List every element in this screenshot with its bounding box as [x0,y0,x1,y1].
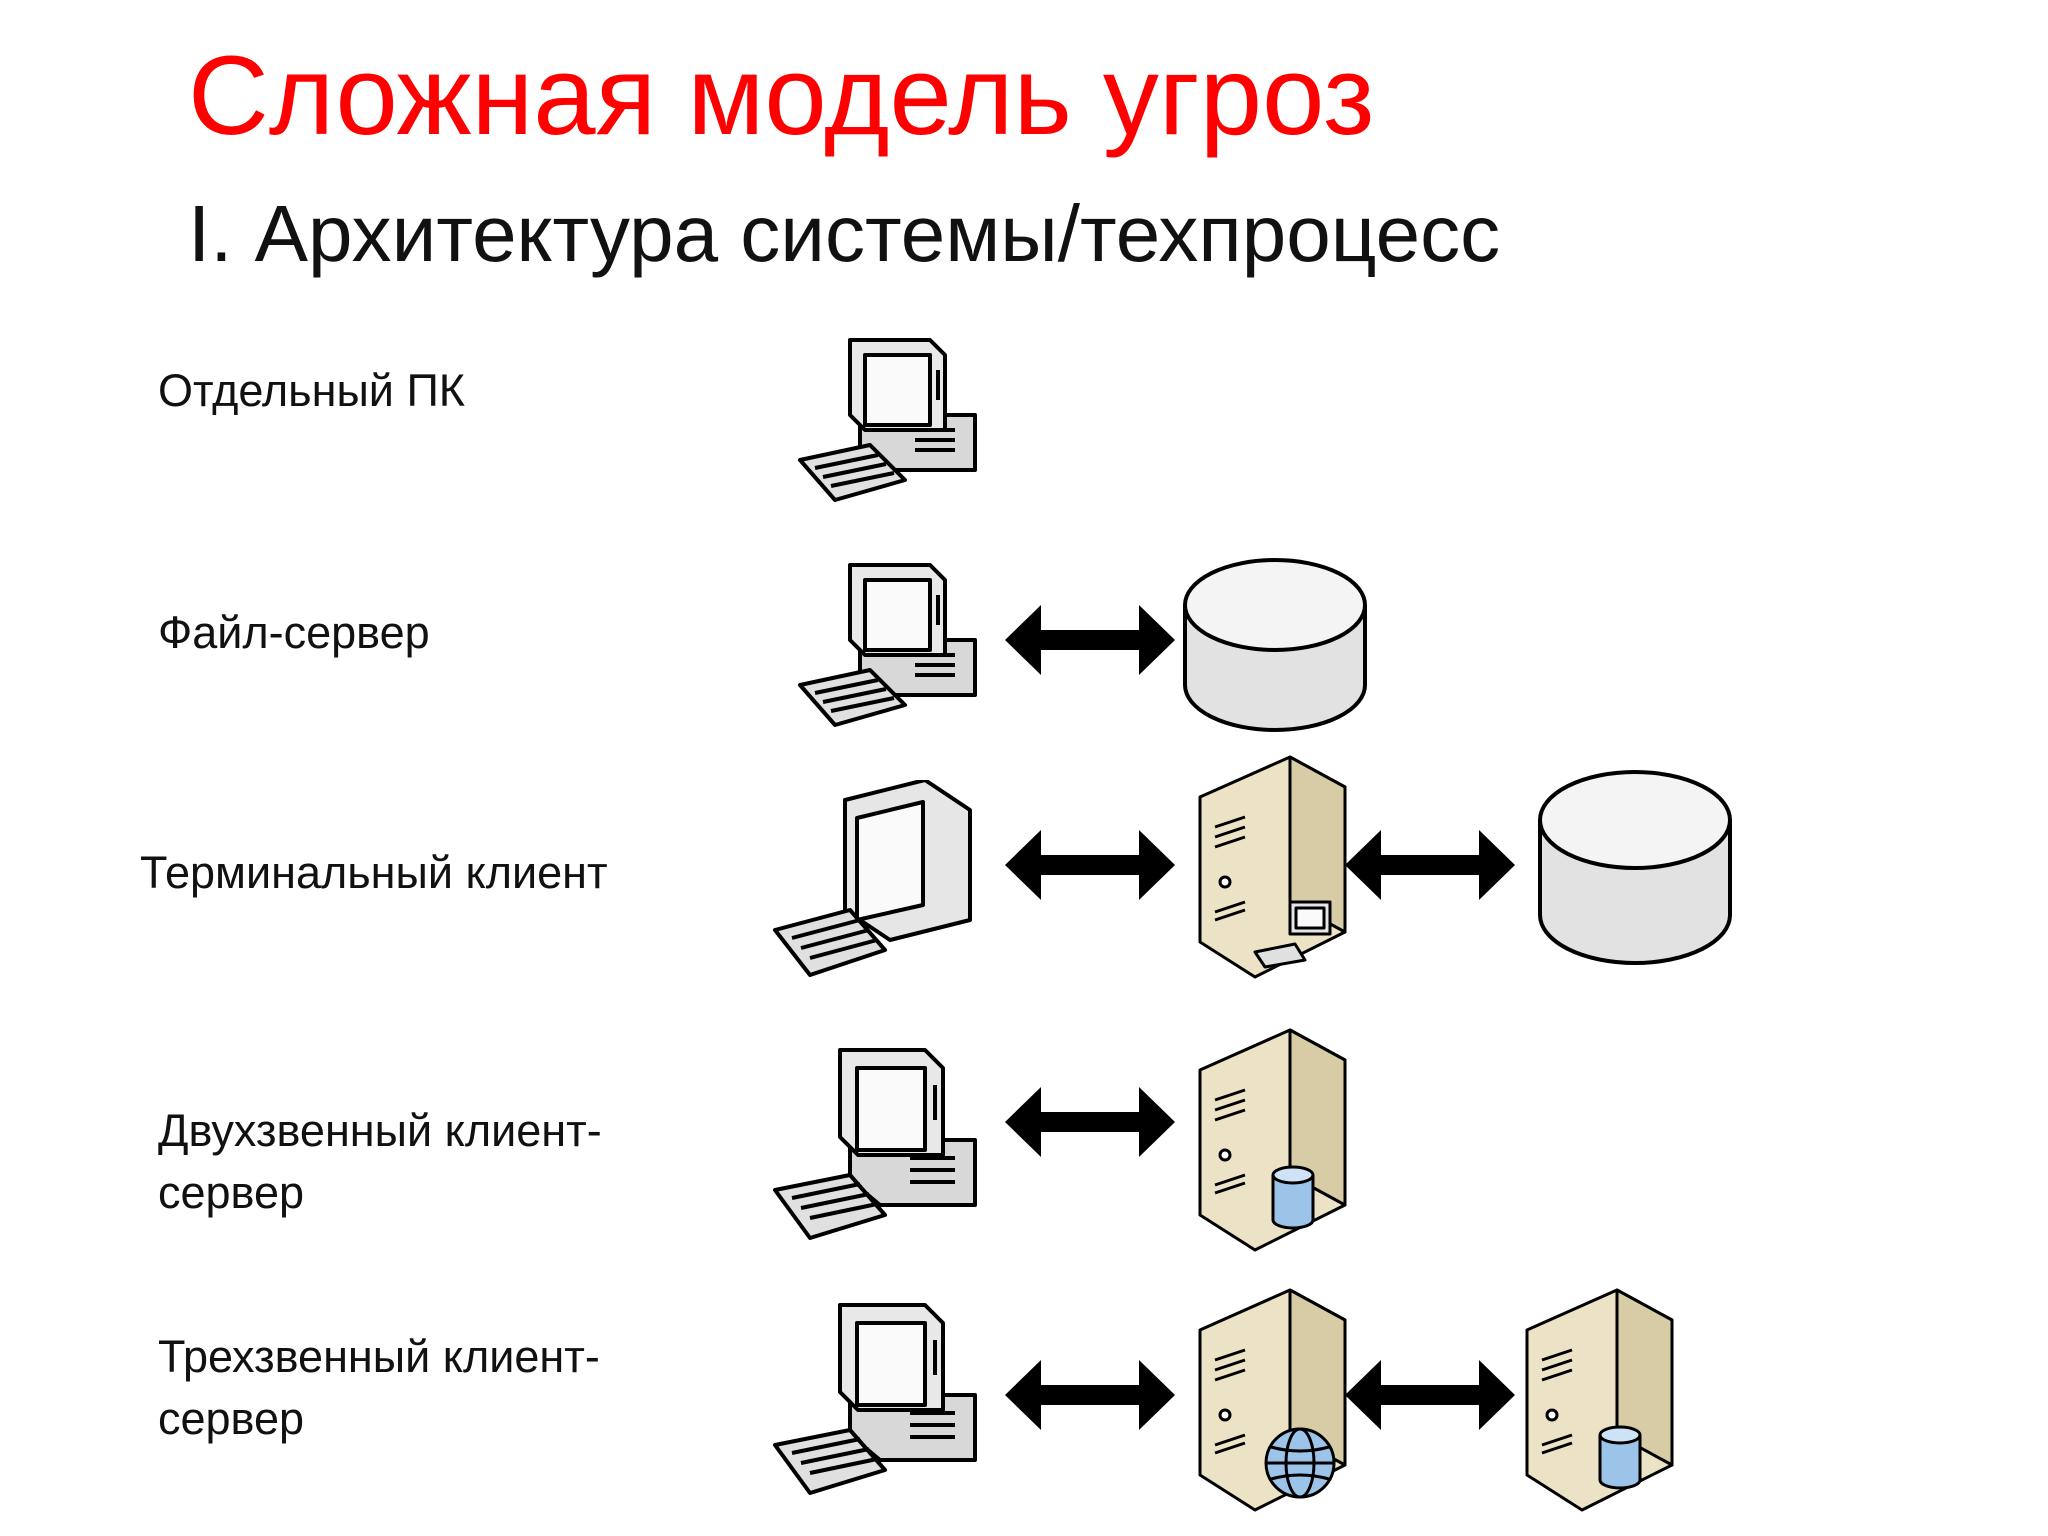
workstation-icon [773,1303,977,1495]
terminal-icon [773,780,972,977]
bidirectional-arrow-icon [1005,605,1175,675]
bidirectional-arrow-icon [1005,1360,1175,1430]
bidirectional-arrow-icon [1005,830,1175,900]
row-label-three-tier: Трехзвенный клиент- сервер [158,1331,600,1444]
row-label-standalone-pc: Отдельный ПК [158,365,466,416]
bidirectional-arrow-icon [1345,1360,1515,1430]
terminal-server-icon [1198,755,1347,979]
database-icon [1538,770,1732,965]
row-label-two-tier: Двухзвенный клиент- сервер [158,1105,602,1218]
bidirectional-arrow-icon [1345,830,1515,900]
row-label-terminal-client: Терминальный клиент [140,847,608,898]
row-label-file-server: Файл-сервер [158,607,430,658]
slide-subtitle: I. Архитектура системы/техпроцесс [188,189,1501,278]
workstation-icon [798,338,977,502]
database-server-icon [1198,1028,1347,1252]
database-icon [1183,558,1367,732]
slide-title: Сложная модель угроз [188,33,1375,158]
bidirectional-arrow-icon [1005,1087,1175,1157]
database-server-icon [1525,1288,1674,1512]
workstation-icon [773,1048,977,1240]
workstation-icon [798,563,977,727]
web-server-icon [1198,1288,1347,1512]
